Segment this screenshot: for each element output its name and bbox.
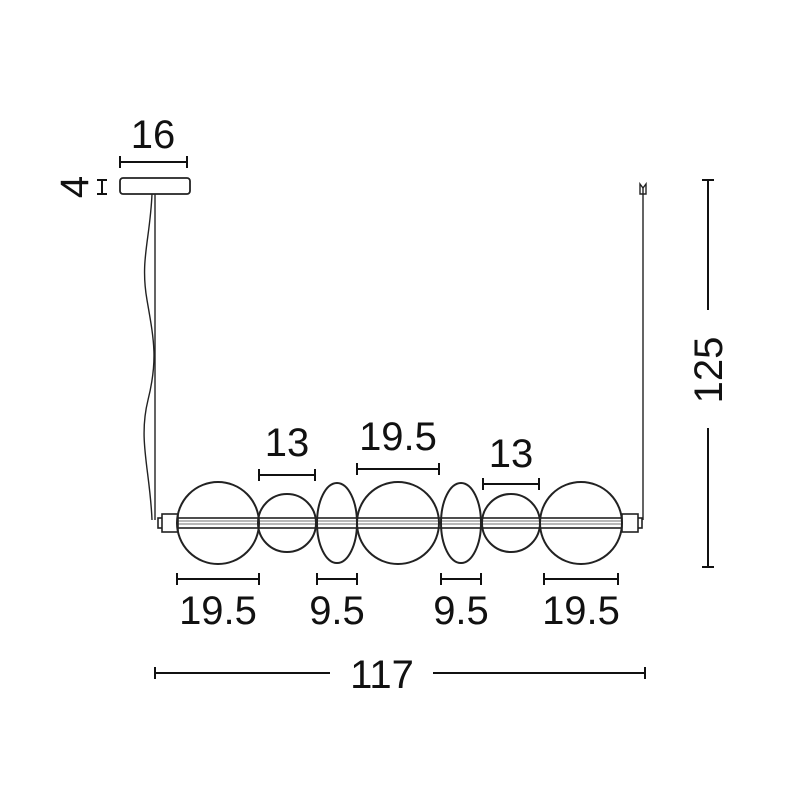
canopy-width-dimension: 16 <box>119 113 188 168</box>
canopy-width-label: 16 <box>131 113 176 157</box>
top-right-disc-dimension: 13 <box>482 432 540 490</box>
canopy-height-label: 4 <box>53 176 97 198</box>
overall-height-dimension: 125 <box>687 179 731 568</box>
overall-length-dimension: 117 <box>154 653 646 697</box>
glass-disc-7 <box>539 481 623 565</box>
overall-height-label: 125 <box>687 337 731 404</box>
right-suspension <box>639 181 647 520</box>
top-left-disc-label: 13 <box>265 421 310 465</box>
overall-length-label: 117 <box>350 653 414 697</box>
top-center-disc-dimension: 19.5 <box>356 415 440 475</box>
bottom-far-right-dimension: 19.5 <box>542 573 620 633</box>
bottom-left-oval-label: 9.5 <box>309 589 365 633</box>
bottom-left-oval-dimension: 9.5 <box>309 573 365 633</box>
top-left-disc-dimension: 13 <box>258 421 316 481</box>
glass-disc-4 <box>356 481 440 565</box>
bottom-far-left-dimension: 19.5 <box>176 573 260 633</box>
bottom-far-right-label: 19.5 <box>542 589 620 633</box>
top-center-disc-label: 19.5 <box>359 415 437 459</box>
ceiling-canopy <box>119 177 191 195</box>
lamp-bar <box>157 513 643 533</box>
bottom-far-left-label: 19.5 <box>179 589 257 633</box>
bottom-right-oval-label: 9.5 <box>433 589 489 633</box>
top-right-disc-label: 13 <box>489 432 534 476</box>
left-power-cord <box>143 193 155 521</box>
canopy-height-dimension: 4 <box>53 176 107 198</box>
bottom-right-oval-dimension: 9.5 <box>433 573 489 633</box>
